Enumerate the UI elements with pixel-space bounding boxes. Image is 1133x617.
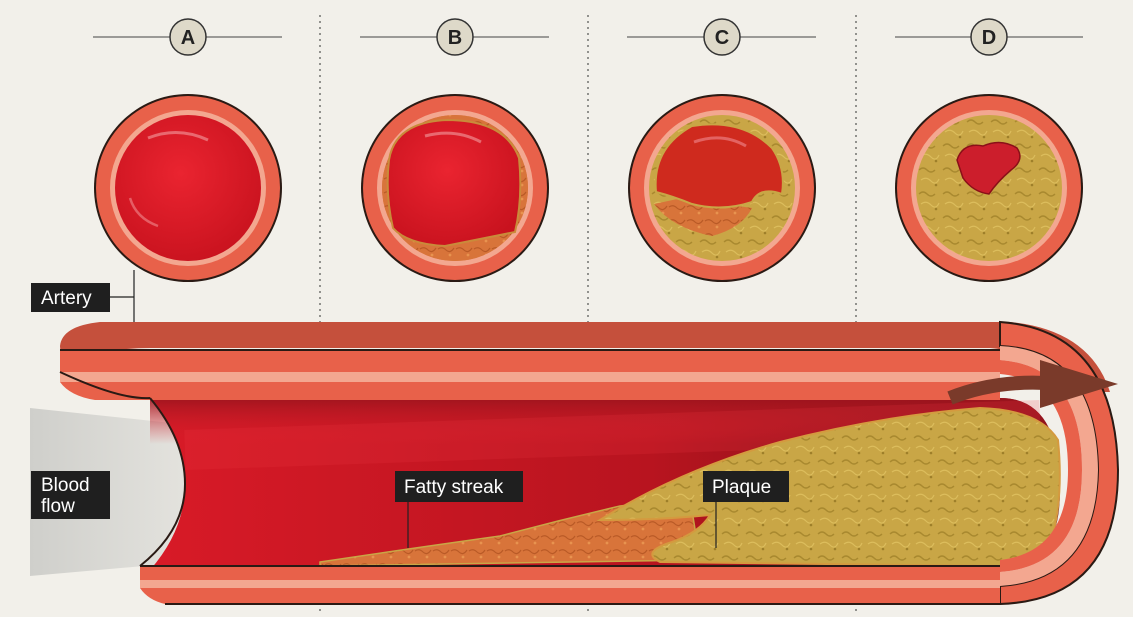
cross-section-b bbox=[361, 94, 549, 282]
cross-section-a bbox=[94, 94, 282, 282]
stage-d-badge: D bbox=[971, 19, 1007, 55]
stage-b-letter: B bbox=[448, 27, 462, 49]
stage-c-letter: C bbox=[715, 27, 729, 49]
stage-c-badge: C bbox=[704, 19, 740, 55]
plaque-label-text: Plaque bbox=[712, 477, 771, 498]
stage-headers: A B C D bbox=[93, 19, 1083, 55]
stage-a-badge: A bbox=[170, 19, 206, 55]
fatty-streak-label-text: Fatty streak bbox=[404, 477, 504, 498]
stage-b-badge: B bbox=[437, 19, 473, 55]
stage-a-letter: A bbox=[181, 27, 195, 49]
longitudinal-artery bbox=[60, 322, 1118, 604]
stage-d-letter: D bbox=[982, 27, 996, 49]
artery-label-text: Artery bbox=[41, 288, 92, 309]
cross-section-d bbox=[895, 94, 1083, 282]
blood-flow-label-line2: flow bbox=[41, 496, 75, 517]
artery-label: Artery bbox=[31, 270, 134, 322]
cross-section-c bbox=[628, 94, 816, 282]
blood-flow-label: Blood flow bbox=[31, 471, 110, 519]
blood-flow-label-line1: Blood bbox=[41, 475, 90, 496]
